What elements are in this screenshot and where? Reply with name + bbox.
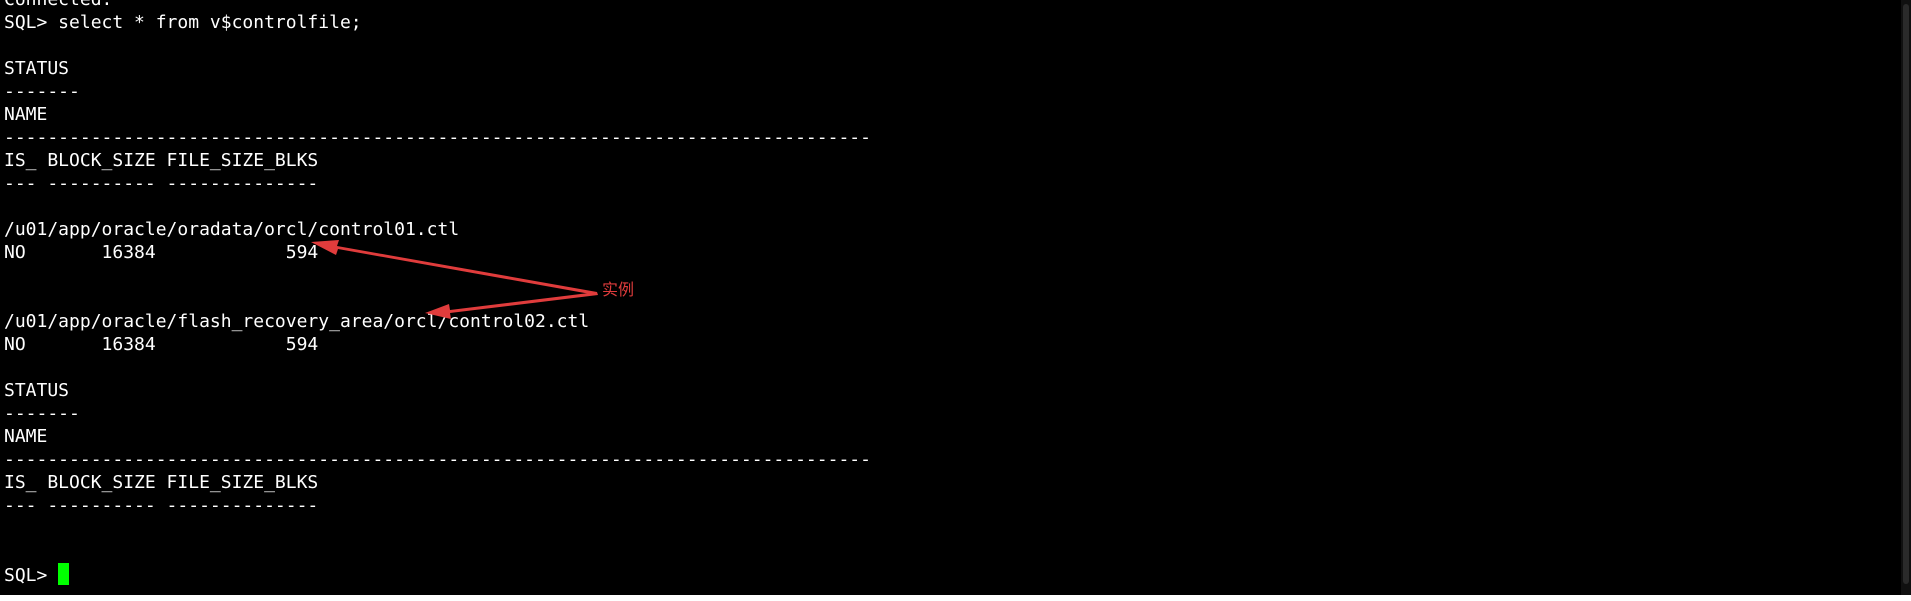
terminal-line-blank: [4, 287, 871, 310]
column-underline-name: ----------------------------------------…: [4, 449, 871, 470]
column-underline-status: -------: [4, 81, 80, 102]
terminal-line-blank: [4, 356, 871, 379]
result-row-values-2: NO 16384 594: [4, 334, 319, 355]
terminal-line-blank: [4, 540, 871, 563]
terminal-line-blank: [4, 264, 871, 287]
column-underline-status: -------: [4, 403, 80, 424]
terminal-line-connected: Connected.: [4, 0, 871, 11]
annotation-label: 实例: [602, 280, 635, 299]
text-cursor: [58, 563, 70, 585]
sql-prompt: SQL>: [4, 565, 59, 586]
result-row-values-1: NO 16384 594: [4, 242, 319, 263]
column-header-sizes: IS_ BLOCK_SIZE FILE_SIZE_BLKS: [4, 472, 319, 493]
terminal-line-blank: [4, 34, 871, 57]
result-row-name-1: /u01/app/oracle/oradata/orcl/control01.c…: [4, 219, 460, 240]
sql-prompt-line[interactable]: SQL>: [4, 563, 871, 586]
terminal-line-blank: [4, 517, 871, 540]
column-header-status: STATUS: [4, 380, 70, 401]
column-header-sizes: IS_ BLOCK_SIZE FILE_SIZE_BLKS: [4, 150, 319, 171]
column-header-name: NAME: [4, 104, 48, 125]
column-underline-name: ----------------------------------------…: [4, 127, 871, 148]
column-header-name: NAME: [4, 426, 48, 447]
column-header-status: STATUS: [4, 58, 70, 79]
result-row-name-2: /u01/app/oracle/flash_recovery_area/orcl…: [4, 311, 590, 332]
terminal-line-blank: [4, 195, 871, 218]
terminal-output: Connected.SQL> select * from v$controlfi…: [4, 0, 871, 586]
column-underline-sizes: --- ---------- --------------: [4, 173, 319, 194]
column-underline-sizes: --- ---------- --------------: [4, 495, 319, 516]
terminal-line-sql-query: SQL> select * from v$controlfile;: [4, 12, 362, 33]
scrollbar-thumb[interactable]: [1903, 4, 1909, 584]
